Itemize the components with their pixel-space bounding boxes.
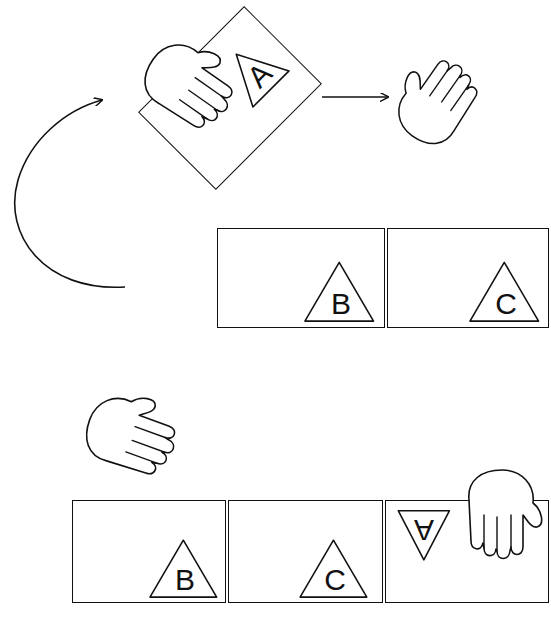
playing-card: B bbox=[72, 500, 226, 603]
card-letter: B bbox=[175, 565, 195, 595]
card-letter: C bbox=[324, 565, 346, 595]
playing-card: C bbox=[228, 500, 383, 603]
card-letter: C bbox=[495, 289, 517, 319]
playing-card: B bbox=[217, 228, 385, 328]
waiting-hand bbox=[78, 382, 186, 481]
card-letter: B bbox=[331, 289, 351, 319]
letter-holder: C bbox=[471, 263, 541, 323]
curved-arrow bbox=[15, 100, 125, 287]
triangle-mark bbox=[218, 229, 384, 327]
letter-holder: C bbox=[301, 541, 369, 599]
card-letter: A bbox=[242, 58, 277, 93]
receiving-hand bbox=[381, 45, 486, 154]
triangle-mark bbox=[73, 501, 225, 602]
card-letter: A bbox=[414, 515, 434, 545]
pass-arrow bbox=[322, 96, 388, 98]
hand-placing-card bbox=[469, 470, 542, 559]
letter-holder: A bbox=[398, 511, 450, 561]
playing-card: C bbox=[387, 228, 549, 328]
letter-holder: B bbox=[306, 263, 376, 323]
letter-holder: B bbox=[151, 541, 219, 599]
hand-holding-card bbox=[134, 27, 248, 137]
triangle-mark bbox=[229, 501, 382, 602]
triangle-mark bbox=[388, 229, 548, 327]
